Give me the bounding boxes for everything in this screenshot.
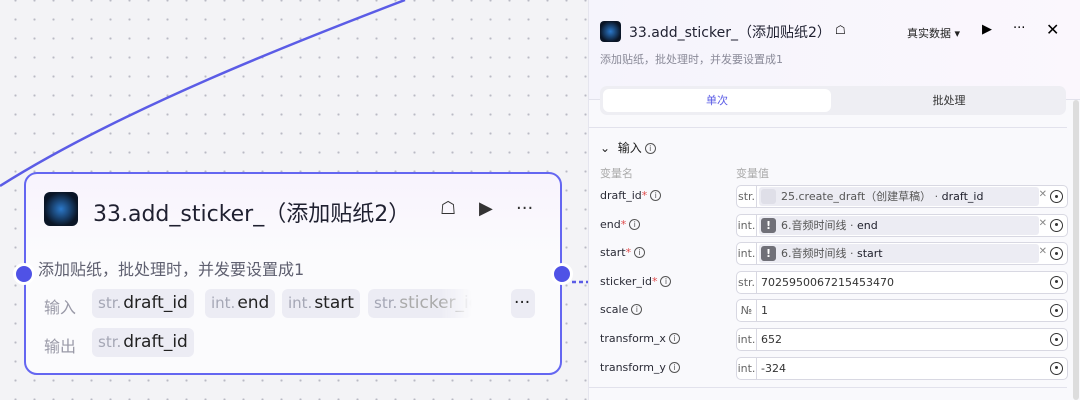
tab-single[interactable]: 单次 [603,89,831,112]
variable-picker-icon[interactable] [1050,247,1063,261]
info-icon[interactable]: i [634,247,646,259]
clear-icon[interactable]: ✕ [1038,246,1047,258]
tab-batch[interactable]: 批处理 [932,94,966,107]
param-input-end[interactable]: int.!6.音频时间线 · end✕ [736,213,1068,237]
run-icon[interactable]: ▶ [982,22,992,37]
type-label: int. [737,329,757,350]
clear-icon[interactable]: ✕ [1038,217,1047,229]
param-value: -324 [761,361,786,375]
canvas-edges [0,0,590,284]
col-name-header: 变量名 [600,167,633,180]
variable-picker-icon[interactable] [1050,361,1063,375]
node-settings-panel: 33.add_sticker_（添加贴纸2） ☖ 真实数据 ▾ ▶ ··· ✕ … [588,0,1080,400]
node-icon [761,189,776,204]
param-label: end*i [600,218,641,231]
node-title: 33.add_sticker_（添加贴纸2） [93,202,411,227]
output-label: 输出 [44,337,77,356]
param-value: 1 [761,304,768,318]
input-port[interactable] [13,263,35,285]
param-value: 7025950067215453470 [761,275,894,289]
input-tag: int.end [205,289,276,318]
input-tag: str.sticker_id [368,289,472,318]
type-label: int. [737,357,757,379]
divider [589,127,1067,128]
variable-picker-icon[interactable] [1050,333,1063,346]
more-icon[interactable]: ··· [1013,21,1026,36]
mode-tabs: 单次 批处理 [600,86,1066,115]
mask-icon[interactable]: ☖ [835,23,846,37]
warning-icon: ! [761,246,776,262]
close-icon[interactable]: ✕ [1046,20,1060,39]
run-icon[interactable]: ▶ [479,198,493,219]
more-icon[interactable]: ··· [516,198,534,219]
type-label: str. [737,186,757,207]
input-label: 输入 [44,298,77,317]
info-icon[interactable]: i [660,275,672,287]
variable-reference[interactable]: !6.音频时间线 · end [759,215,1039,235]
variable-reference[interactable]: 25.create_draft（创建草稿） · draft_id [759,187,1039,206]
param-value: 652 [761,333,782,346]
divider [589,387,1067,388]
data-mode-dropdown[interactable]: 真实数据 ▾ [907,27,961,40]
variable-picker-icon[interactable] [1050,190,1063,203]
edge-line [0,0,406,188]
input-tag: int.start [282,289,360,318]
plugin-logo-icon [600,21,621,42]
type-label: int. [737,214,757,236]
output-tag: str.draft_id [92,328,194,357]
type-label: str. [737,271,757,293]
workflow-node[interactable]: 33.add_sticker_（添加贴纸2） ☖ ▶ ··· 添加贴纸，批处理时… [13,172,573,375]
param-label: start*i [600,246,646,259]
info-icon[interactable]: i [668,361,680,373]
param-input-start[interactable]: int.!6.音频时间线 · start✕ [736,242,1068,266]
type-label: int. [737,243,757,265]
output-port[interactable] [551,263,573,285]
info-icon[interactable]: i [631,304,643,316]
info-icon[interactable]: i [650,190,662,201]
scrollbar[interactable] [1073,100,1079,400]
col-value-header: 变量值 [736,167,769,180]
warning-icon: ! [761,217,776,233]
variable-reference[interactable]: !6.音频时间线 · start [759,244,1039,264]
param-input-draft_id[interactable]: str.25.create_draft（创建草稿） · draft_id✕ [736,185,1068,208]
param-label: sticker_id*i [600,275,672,288]
param-label: draft_id*i [600,189,662,202]
panel-title: 33.add_sticker_（添加贴纸2） [629,25,831,41]
param-input-transform_x[interactable]: int. 652 [736,328,1068,351]
type-label: № [737,300,757,322]
plugin-logo-icon [44,192,78,226]
variable-picker-icon[interactable] [1050,218,1063,232]
info-icon[interactable]: i [668,333,680,344]
input-tag: str.draft_id [92,289,194,318]
node-description: 添加贴纸，批处理时，并发要设置成1 [38,260,305,279]
more-inputs-button[interactable]: ··· [511,289,535,318]
mask-icon[interactable]: ☖ [440,198,457,219]
panel-description: 添加贴纸，批处理时，并发要设置成1 [600,53,783,66]
panel-header: 33.add_sticker_（添加贴纸2） ☖ 真实数据 ▾ ▶ ··· ✕ … [589,0,1080,100]
variable-picker-icon[interactable] [1050,275,1063,289]
clear-icon[interactable]: ✕ [1038,189,1047,200]
variable-picker-icon[interactable] [1050,304,1063,318]
info-icon[interactable]: i [629,218,641,230]
param-input-sticker_id[interactable]: str. 7025950067215453470 [736,270,1068,294]
param-input-transform_y[interactable]: int. -324 [736,356,1068,380]
